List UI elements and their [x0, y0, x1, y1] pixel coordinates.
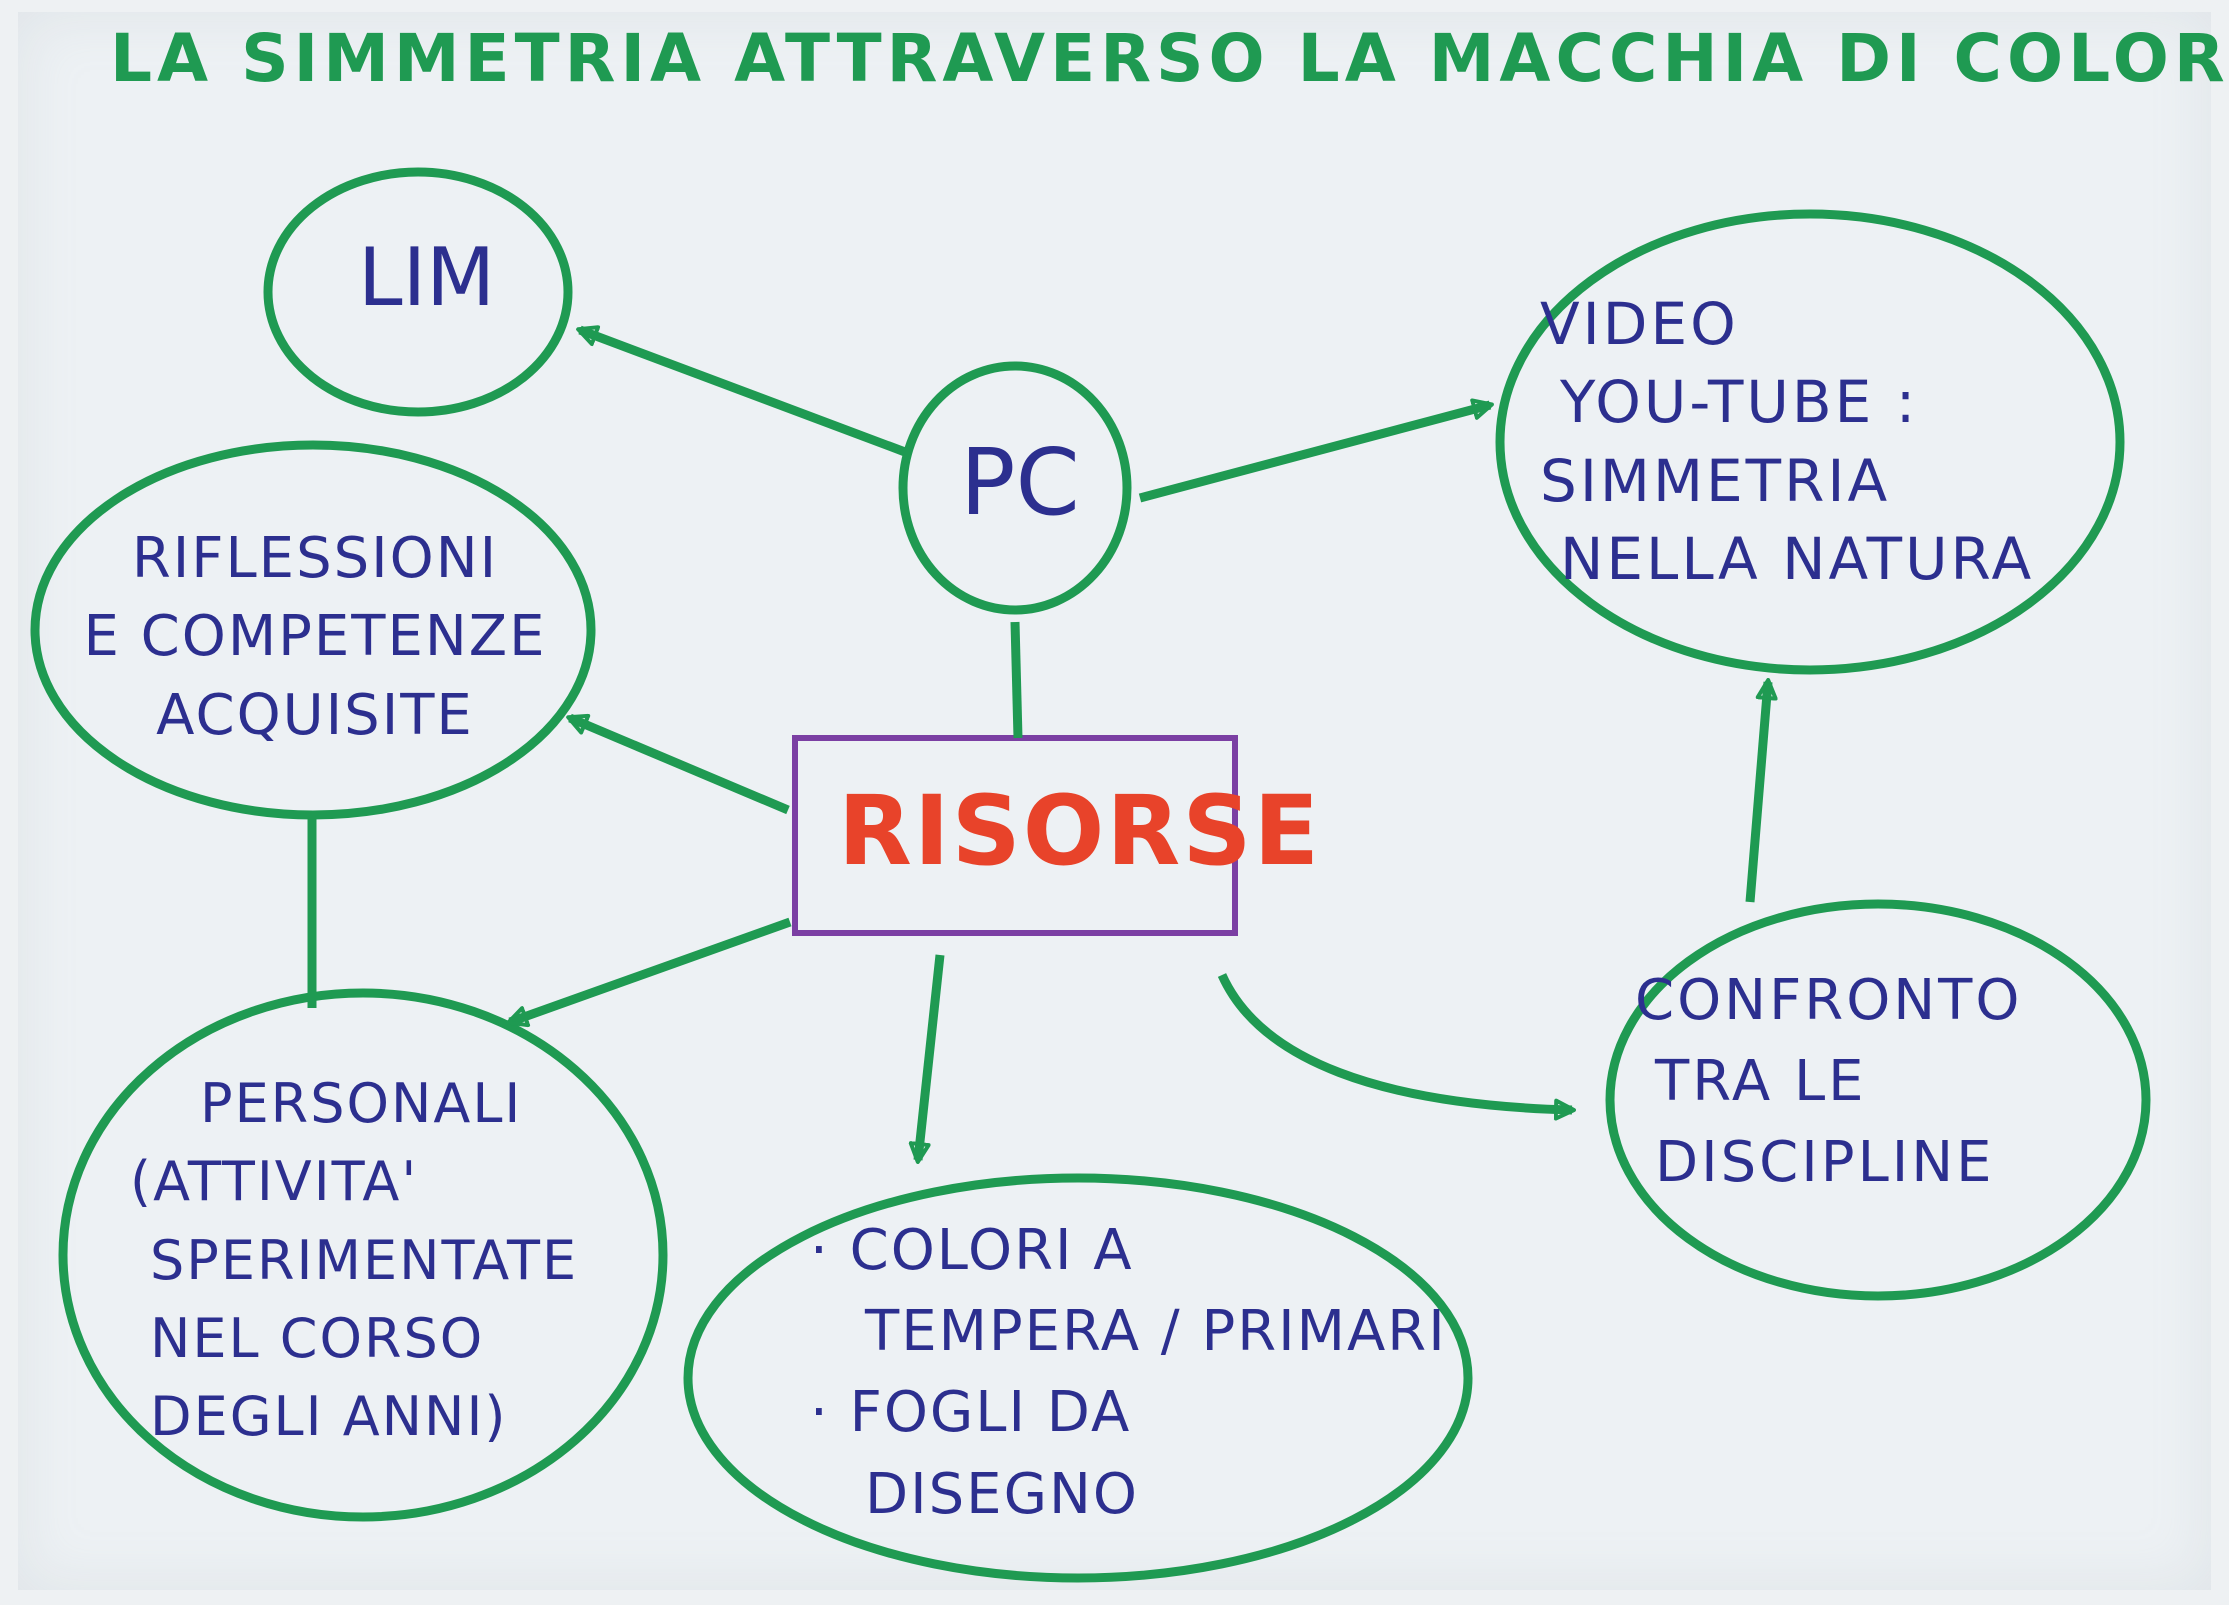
node-confronto-label: CONFRONTO TRA LE DISCIPLINE	[1635, 960, 2022, 1204]
node-personali-line: (ATTIVITA'	[130, 1150, 419, 1214]
node-video-label: VIDEO YOU-TUBE : SIMMETRIA NELLA NATURA	[1540, 285, 2034, 598]
node-materiali-line: · COLORI A	[810, 1218, 1134, 1283]
node-personali-line: DEGLI ANNI)	[150, 1385, 508, 1449]
connector-pc-risorse	[1010, 621, 1023, 739]
node-confronto-line: DISCIPLINE	[1655, 1130, 1995, 1196]
node-personali-line: PERSONALI	[200, 1072, 523, 1135]
node-video-line: NELLA NATURA	[1560, 524, 2035, 593]
connector-risorse-confronto	[1217, 973, 1576, 1121]
paper-sheet	[18, 12, 2211, 1590]
node-personali-line: SPERIMENTATE	[150, 1228, 579, 1292]
node-personali-outline	[58, 988, 668, 1522]
node-riflessioni-line: E COMPETENZE	[83, 604, 547, 670]
node-pc-line: PC	[960, 429, 1080, 536]
node-pc-outline	[898, 361, 1132, 615]
node-riflessioni-label: RIFLESSIONI E COMPETENZE ACQUISITE	[60, 520, 570, 755]
node-lim-line: LIM	[358, 231, 496, 324]
node-materiali-outline	[683, 1173, 1473, 1583]
node-riflessioni-line: ACQUISITE	[156, 682, 474, 748]
node-materiali-label: · COLORI A TEMPERA / PRIMARI · FOGLI DA …	[810, 1210, 1447, 1535]
connector-pc-video	[1138, 398, 1494, 503]
connector-risorse-personali	[506, 917, 792, 1028]
node-materiali-line: TEMPERA / PRIMARI	[865, 1299, 1447, 1365]
node-lim-outline	[263, 167, 573, 417]
node-video-outline	[1495, 209, 2125, 675]
connector-pc-lim	[576, 325, 907, 457]
node-materiali-line: DISEGNO	[865, 1461, 1139, 1527]
page-title: LA SIMMETRIA ATTRAVERSO LA MACCHIA DI CO…	[110, 20, 2229, 97]
connector-risorse-materiali	[908, 954, 945, 1164]
node-materiali-line: · FOGLI DA	[810, 1380, 1132, 1446]
node-confronto-line: TRA LE	[1655, 1049, 1867, 1115]
connector-risorse-riflessioni	[566, 713, 790, 815]
center-risorse-label: RISORSE	[838, 775, 1322, 887]
node-confronto-outline	[1605, 899, 2151, 1301]
node-lim-label: LIM	[358, 228, 495, 328]
connector-confronto-video	[1745, 678, 1778, 903]
node-riflessioni-line: RIFLESSIONI	[131, 526, 499, 591]
node-personali-line: NEL CORSO	[150, 1306, 485, 1370]
node-video-line: SIMMETRIA	[1540, 446, 1891, 515]
node-personali-label: PERSONALI (ATTIVITA' SPERIMENTATE NEL CO…	[130, 1065, 578, 1456]
node-pc-label: PC	[960, 425, 1080, 540]
node-video-line: YOU-TUBE :	[1560, 368, 1919, 437]
node-video-line: VIDEO	[1540, 290, 1739, 358]
node-confronto-line: CONFRONTO	[1635, 968, 2023, 1033]
